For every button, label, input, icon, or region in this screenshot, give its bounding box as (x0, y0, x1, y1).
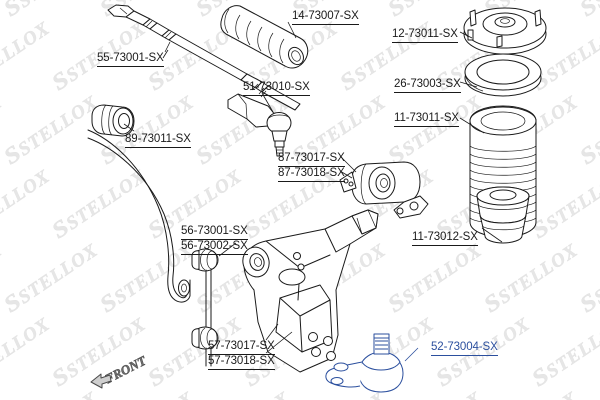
part-label-stabilizer-bar-bushing[interactable]: 89-73011-SX (125, 133, 191, 148)
front-arrow-icon (90, 373, 112, 389)
part-strut-mount (459, 7, 547, 55)
part-label-outer-tie-rod-end[interactable]: 51-73010-SX (243, 81, 310, 96)
part-label-shock-absorber-dust-cover[interactable]: 11-73011-SX (394, 112, 459, 127)
part-outer-tie-rod-end (227, 92, 292, 157)
part-label-lower-ball-joint[interactable]: 52-73004-SX (431, 341, 498, 356)
part-label-steering-rack-boot[interactable]: 14-73007-SX (292, 10, 359, 25)
part-label-control-arm-rear-bushing-left[interactable]: 87-73017-SX (278, 152, 345, 167)
part-label-stabilizer-link-left[interactable]: 56-73001-SX (181, 225, 248, 240)
part-lower-control-arm (242, 209, 379, 373)
part-label-stabilizer-link-right[interactable]: 56-73002-SX (181, 240, 248, 255)
part-strut-mount-bearing (459, 53, 542, 97)
part-steering-rack-boot (220, 5, 309, 69)
part-stabilizer-bar-bushing (91, 104, 135, 137)
part-stabilizer-bar (87, 129, 191, 303)
part-label-control-arm-right[interactable]: 57-73018-SX (208, 355, 275, 370)
part-control-arm-rear-bushing (339, 155, 429, 219)
part-lower-ball-joint-highlighted (325, 333, 419, 393)
part-label-control-arm-left[interactable]: 57-73017-SX (208, 340, 275, 355)
part-bump-stop (476, 186, 530, 244)
part-label-inner-tie-rod-axial-joint[interactable]: 55-73001-SX (97, 52, 164, 67)
part-inner-tie-rod (107, 4, 301, 111)
part-label-strut-mount[interactable]: 12-73011-SX (392, 28, 458, 43)
part-label-strut-mount-bearing[interactable]: 26-73003-SX (394, 78, 461, 93)
part-label-bump-stop[interactable]: 11-73012-SX (412, 231, 478, 246)
part-label-control-arm-rear-bushing-right[interactable]: 87-73018-SX (278, 167, 345, 182)
